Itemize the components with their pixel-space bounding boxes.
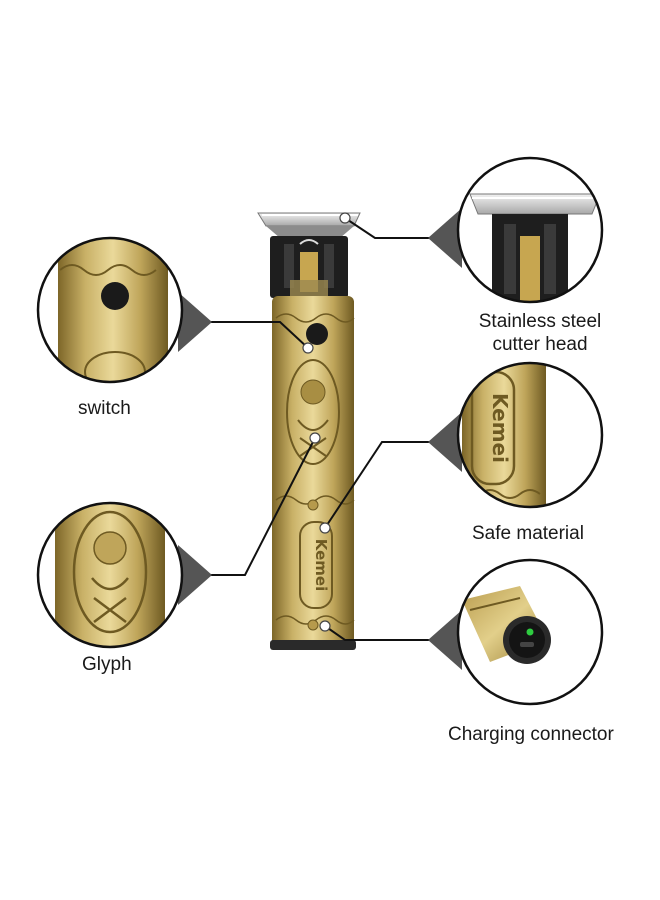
glyph-line [210,437,316,576]
trimmer-head [270,236,348,298]
switch-label: switch [78,398,131,419]
charging-line [324,625,430,641]
glyph-label: Glyph [82,654,132,675]
cutter-head-label-line1: Stainless steel [478,311,602,332]
trimmer-brand-text: Kemei [312,539,330,591]
callout-dots [302,212,351,632]
callout-switch [36,236,212,384]
callout-lines [210,217,430,641]
switch-line [210,321,309,349]
callout-glyph [36,501,212,649]
trimmer-blade [257,212,361,238]
trimmer-body: Kemei [270,296,356,650]
cutter-head-label-line2: cutter head [492,334,588,355]
trimmer: Kemei [257,212,361,650]
callout-cutter-head [428,156,604,304]
safe-material-line [324,441,430,529]
safe-material-label: Safe material [472,523,584,544]
cutter-head-label: Stainless steel cutter head [479,310,602,356]
callout-charging [428,558,604,706]
safe-material-brand-text: Kemei [488,393,512,463]
cutter-head-line [344,217,430,239]
callout-safe-material: Kemei [428,361,604,509]
charging-label: Charging connector [448,724,614,745]
